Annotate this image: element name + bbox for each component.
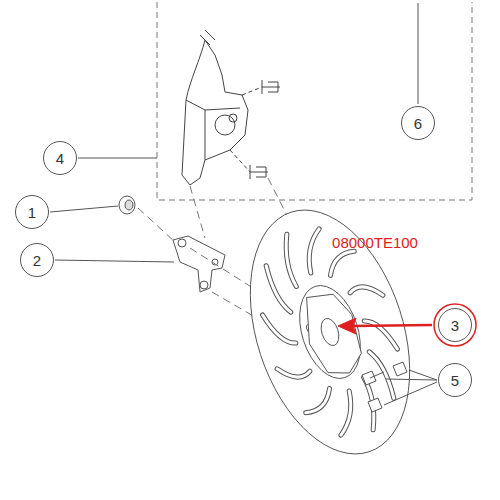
disc-slot [329, 391, 362, 435]
disc-slot [325, 250, 359, 275]
disc-slot [277, 359, 311, 383]
callout-circle: 5 [438, 363, 472, 397]
bracket [173, 236, 225, 292]
leader-line [50, 3, 437, 405]
callout-number: 5 [451, 372, 459, 389]
disc-slot [279, 234, 304, 287]
brake-caliper [182, 30, 280, 185]
disc-slot [357, 377, 382, 430]
group-box [157, 2, 472, 200]
callout-number: 4 [56, 150, 64, 167]
highlight-arrowhead [338, 318, 356, 334]
callout-circle: 1 [15, 195, 49, 229]
callout-number: 1 [28, 204, 36, 221]
disc-slot [357, 377, 382, 430]
disc-slot [299, 229, 332, 273]
highlight-ring [434, 304, 476, 346]
disc-slot [279, 234, 304, 287]
disc-slot [277, 359, 311, 383]
disc-slot [349, 281, 383, 305]
callout-circle: 4 [43, 141, 77, 175]
disc-slot [329, 391, 362, 435]
disc-slot [301, 389, 335, 414]
callout-number: 2 [33, 252, 41, 269]
highlight-arrow [352, 325, 432, 326]
disc-slot [349, 281, 383, 305]
callout-circle: 6 [401, 106, 435, 140]
washer [119, 196, 135, 214]
callout-number: 6 [414, 115, 422, 132]
disc-slot [301, 389, 335, 414]
brake-disc [222, 190, 439, 475]
callout-circle: 2 [20, 243, 54, 277]
disc-slot [299, 229, 332, 273]
disc-slot [325, 250, 359, 275]
callout-circle: 3 [438, 308, 472, 342]
callout-number: 3 [451, 317, 459, 334]
part-number: 08000TE100 [332, 234, 418, 251]
